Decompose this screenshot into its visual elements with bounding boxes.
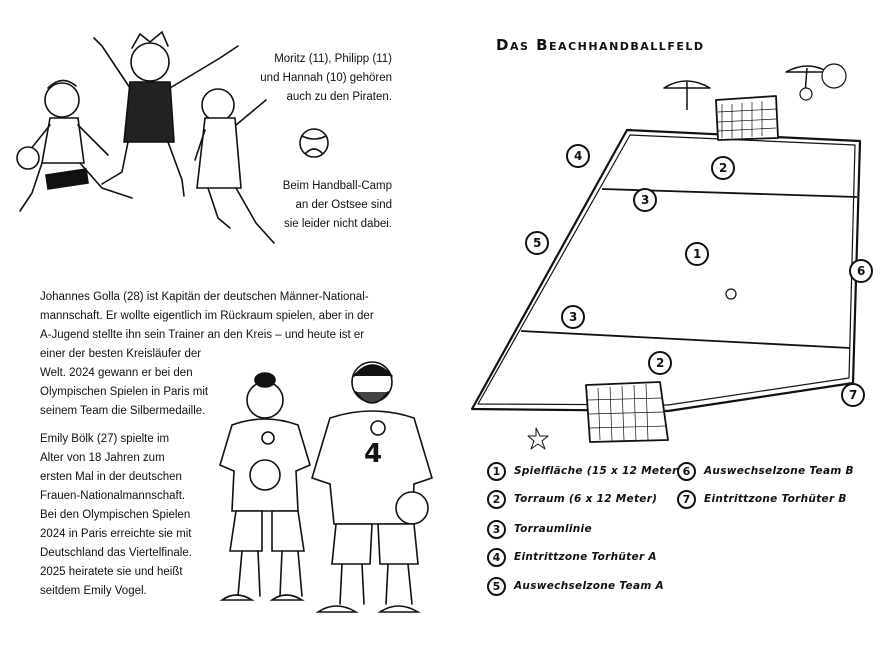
golla-line: Welt. 2024 gewann er bei den — [40, 367, 193, 379]
camp-caption-line: Beim Handball-Camp — [282, 180, 392, 192]
kids-caption: Moritz (11), Philipp (11) und Hannah (10… — [240, 50, 392, 107]
legend-item: 1 Spielfläche (15 x 12 Meter) — [487, 460, 683, 482]
kids-illustration — [16, 30, 329, 244]
legend-number: 7 — [677, 489, 696, 509]
legend-label: Eintrittzone Torhüter A — [514, 551, 657, 563]
golla-line: seinem Team die Silbermedaille. — [40, 405, 206, 417]
field-marker-3-bottom — [561, 305, 585, 329]
jersey-number: 4 — [364, 439, 383, 469]
boelk-line: seitdem Emily Vogel. — [40, 585, 147, 597]
legend-label: Torraumlinie — [514, 523, 592, 535]
kids-caption-line: auch zu den Piraten. — [286, 91, 393, 103]
legend-number: 4 — [487, 547, 506, 567]
legend-number: 3 — [487, 519, 506, 539]
golla-line: Johannes Golla (28) ist Kapitän der deut… — [40, 291, 369, 303]
field-marker-2-top — [711, 156, 735, 180]
boelk-line: Emily Bölk (27) spielte im — [40, 433, 170, 445]
kids-caption-line: Moritz (11), Philipp (11) — [274, 53, 392, 65]
legend-number: 1 — [487, 461, 506, 481]
field-number-6: 6 — [857, 264, 866, 278]
boelk-line: Alter von 18 Jahren zum — [40, 452, 165, 464]
boelk-paragraph: Emily Bölk (27) spielte im Alter von 18 … — [40, 430, 220, 601]
field-number-7: 7 — [849, 388, 858, 402]
camp-caption: Beim Handball-Camp an der Ostsee sind si… — [240, 177, 392, 234]
legend-label: Torraum (6 x 12 Meter) — [514, 493, 658, 505]
legend-item: 6 Auswechselzone Team B — [677, 460, 854, 482]
camp-caption-line: an der Ostsee sind — [295, 199, 392, 211]
boelk-line: Frauen-Nationalmannschaft. — [40, 490, 186, 502]
legend-item: 3 Torraumlinie — [487, 518, 592, 540]
field-number-3-bottom: 3 — [569, 310, 578, 324]
field-number-markers — [525, 144, 873, 407]
legend-number: 2 — [487, 489, 506, 509]
boelk-line: 2024 in Paris erreichte sie mit — [40, 528, 192, 540]
field-marker-2-bottom — [648, 351, 672, 375]
field-number-4: 4 — [574, 149, 583, 163]
field-number-3-top: 3 — [641, 193, 650, 207]
field-number-2-bottom: 2 — [656, 356, 665, 370]
legend-item: 7 Eintrittzone Torhüter B — [677, 488, 847, 510]
golla-line: einer der besten Kreisläufer der — [40, 348, 202, 360]
golla-line: mannschaft. Er wollte eigentlich im Rück… — [40, 310, 374, 322]
field-marker-5 — [525, 231, 549, 255]
legend-item: 4 Eintrittzone Torhüter A — [487, 546, 657, 568]
golla-paragraph: Johannes Golla (28) ist Kapitän der deut… — [40, 288, 390, 421]
legend-label: Auswechselzone Team A — [514, 580, 664, 592]
legend-item: 2 Torraum (6 x 12 Meter) — [487, 488, 657, 510]
field-marker-6 — [849, 259, 873, 283]
legend-number: 5 — [487, 576, 506, 596]
beach-field-illustration — [470, 63, 862, 450]
field-title: Das Beachhandballfeld — [496, 36, 705, 54]
boelk-line: Deutschland das Viertelfinale. — [40, 547, 192, 559]
field-number-2-top: 2 — [719, 161, 728, 175]
legend-item: 5 Auswechselzone Team A — [487, 575, 664, 597]
boelk-line: 2025 heiratete sie und heißt — [40, 566, 183, 578]
field-marker-7 — [841, 383, 865, 407]
legend-number: 6 — [677, 461, 696, 481]
legend-label: Auswechselzone Team B — [704, 465, 854, 477]
field-number-1: 1 — [693, 247, 702, 261]
golla-line: A-Jugend stellte ihn sein Trainer an den… — [40, 329, 365, 341]
golla-line: Olympischen Spielen in Paris mit — [40, 386, 209, 398]
field-marker-3-top — [633, 188, 657, 212]
field-number-5: 5 — [533, 236, 542, 250]
boelk-line: ersten Mal in der deutschen — [40, 471, 182, 483]
players-illustration — [219, 361, 433, 613]
legend-label: Eintrittzone Torhüter B — [704, 493, 847, 505]
field-marker-4 — [566, 144, 590, 168]
boelk-line: Bei den Olympischen Spielen — [40, 509, 191, 521]
legend-label: Spielfläche (15 x 12 Meter) — [514, 465, 683, 477]
camp-caption-line: sie leider nicht dabei. — [283, 218, 392, 230]
kids-caption-line: und Hannah (10) gehören — [260, 72, 392, 84]
field-marker-1 — [685, 242, 709, 266]
